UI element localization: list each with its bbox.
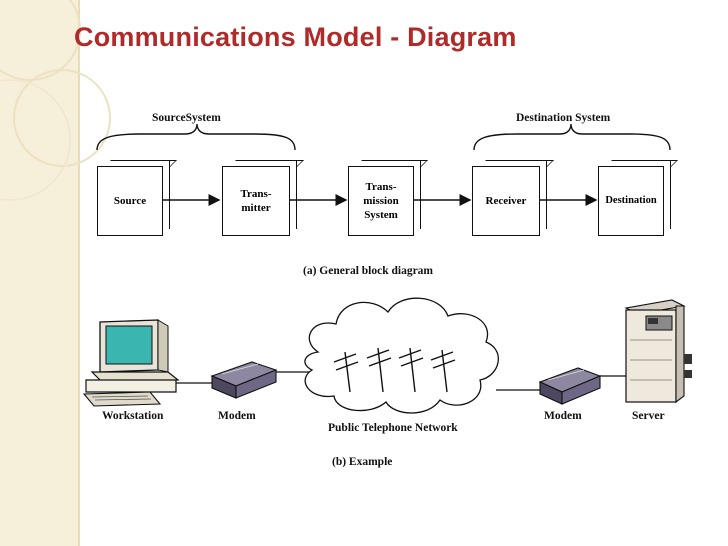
- caption-example: (b) Example: [332, 456, 393, 468]
- modem-right-label: Modem: [544, 410, 582, 422]
- workstation-illustration: [82, 319, 180, 407]
- destination-block: Destination: [598, 161, 671, 236]
- destination-system-label: Destination System: [516, 112, 611, 124]
- transmitter-label-line1: Trans-: [240, 188, 272, 200]
- source-label: Source: [113, 195, 147, 207]
- transmission-label-line1: Trans-: [365, 181, 397, 193]
- source-system-brace: [96, 123, 296, 151]
- receiver-label: Receiver: [485, 195, 527, 207]
- transmission-system-block: Trans- mission System: [348, 161, 421, 236]
- transmitter-label: Trans- mitter: [241, 187, 272, 215]
- server-illustration: [624, 299, 692, 404]
- telephone-network-cloud: [304, 297, 499, 414]
- server-label: Server: [632, 410, 665, 422]
- transmitter-block: Trans- mitter: [222, 161, 297, 236]
- modem-left-label: Modem: [218, 410, 256, 422]
- network-label: Public Telephone Network: [328, 422, 458, 434]
- transmission-label-line2: mission: [363, 195, 399, 207]
- modem-left-illustration: [210, 361, 278, 399]
- left-band-rule: [78, 0, 80, 546]
- transmission-system-label: Trans- mission System: [363, 180, 398, 222]
- page-title: Communications Model - Diagram: [74, 22, 517, 52]
- source-system-label: SourceSystem: [152, 112, 221, 124]
- left-decorative-band: [0, 0, 78, 546]
- receiver-block: Receiver: [472, 161, 547, 236]
- caption-general-block-diagram: (a) General block diagram: [303, 265, 433, 277]
- destination-label: Destination: [605, 195, 657, 206]
- source-block: Source: [97, 161, 170, 236]
- workstation-label: Workstation: [102, 410, 164, 422]
- destination-system-brace: [473, 123, 671, 151]
- transmission-label-line3: System: [364, 209, 398, 221]
- modem-right-illustration: [538, 367, 602, 405]
- transmitter-label-line2: mitter: [241, 202, 271, 214]
